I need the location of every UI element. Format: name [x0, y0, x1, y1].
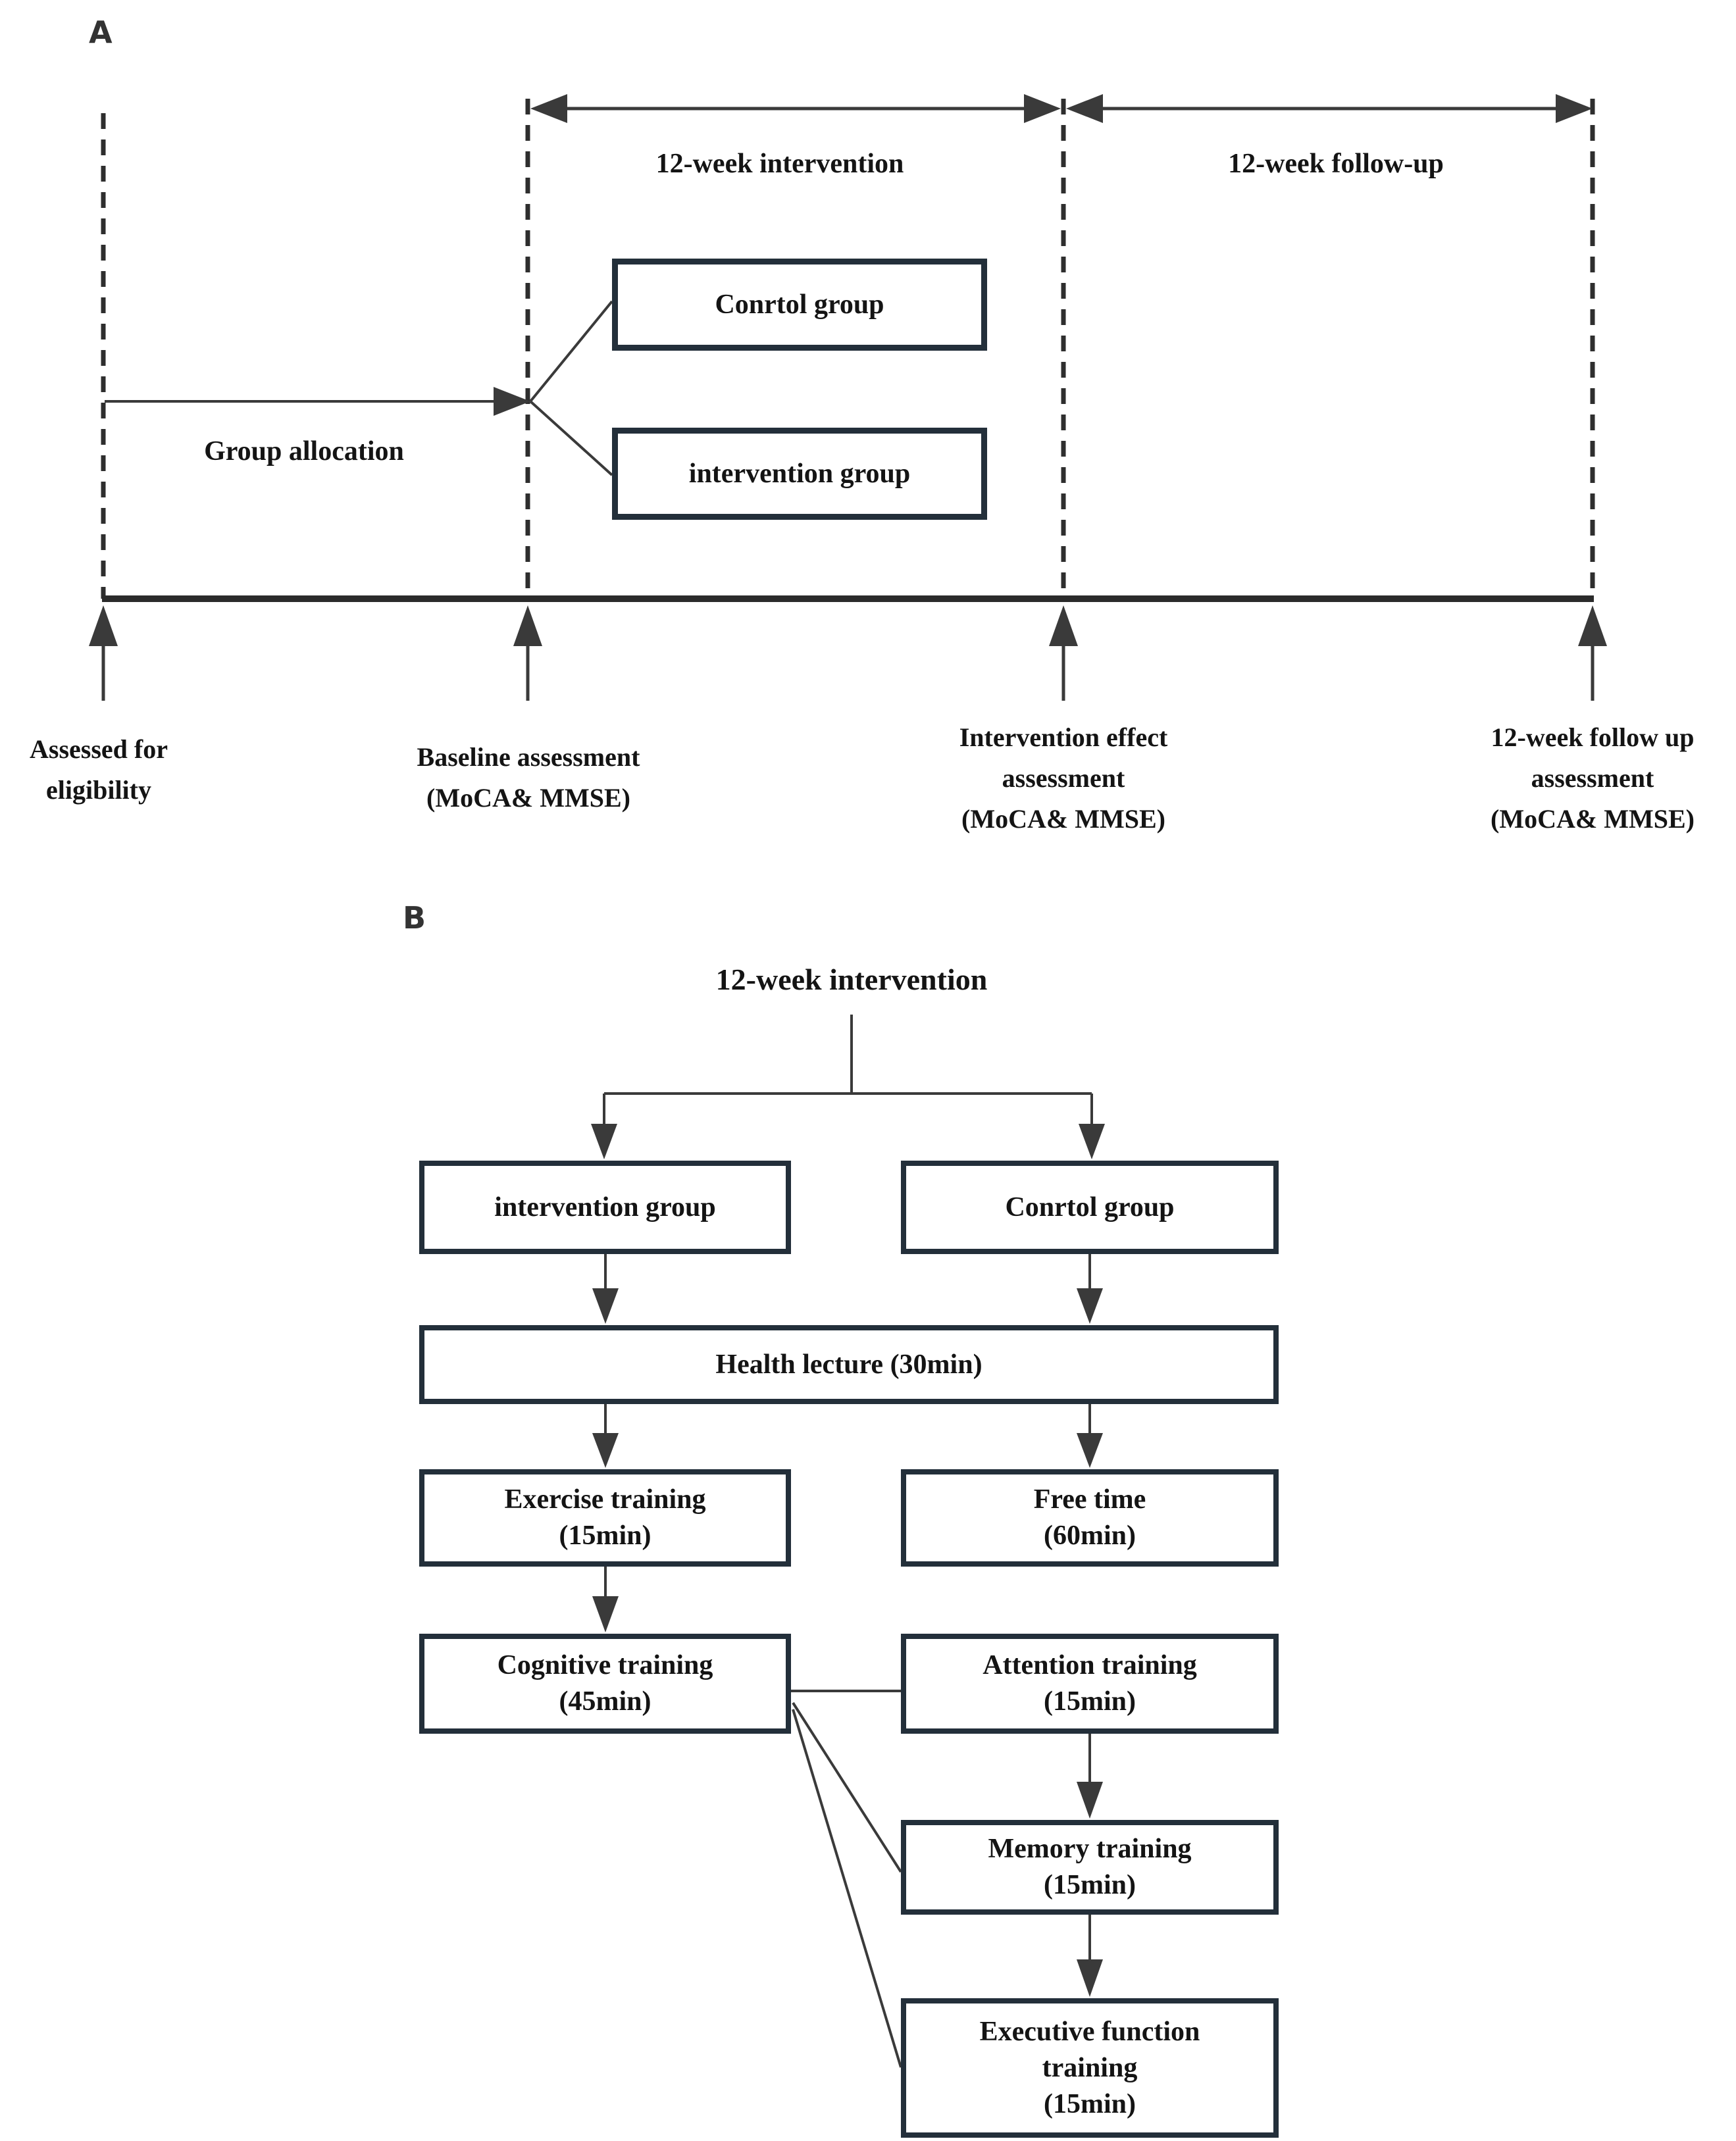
- arrow-attention-to-memory: [1077, 1734, 1103, 1819]
- attention-training-box: Attention training (15min): [901, 1634, 1279, 1734]
- panel-a-label: A: [89, 14, 113, 50]
- branch-to-intervention-line: [529, 400, 613, 476]
- intervention-group-box-b: intervention group: [419, 1161, 791, 1254]
- arrow-memory-to-executive: [1077, 1915, 1103, 1997]
- arrow-exercise-to-cognitive: [592, 1567, 619, 1632]
- control-group-box-a: Conrtol group: [612, 259, 987, 351]
- arrow-intervention-to-health: [592, 1254, 619, 1324]
- arrow-to-intervention-group: [591, 1094, 617, 1159]
- intervention-group-box-a: intervention group: [612, 428, 987, 520]
- group-allocation-label: Group allocation: [204, 436, 404, 466]
- health-lecture-box: Health lecture (30min): [419, 1325, 1279, 1404]
- cognitive-executive-connector: [792, 1709, 902, 2068]
- intervention-interval-arrow: [530, 94, 1061, 123]
- event-label-eligibility: Assessed for eligibility: [30, 734, 168, 805]
- arrow-to-control-group: [1079, 1094, 1105, 1159]
- panel-b-label: B: [403, 900, 426, 936]
- executive-function-box: Executive function training (15min): [901, 1998, 1279, 2138]
- cognitive-training-box: Cognitive training (45min): [419, 1634, 791, 1734]
- intervention-interval-label: 12-week intervention: [655, 149, 904, 179]
- timepoint-up-arrow-2: [513, 605, 542, 701]
- exercise-training-box: Exercise training (15min): [419, 1469, 791, 1567]
- free-time-box: Free time (60min): [901, 1469, 1279, 1567]
- timepoint-up-arrow-4: [1578, 605, 1607, 701]
- branch-to-control-line: [529, 300, 613, 403]
- arrow-control-to-health: [1077, 1254, 1103, 1324]
- arrow-health-to-exercise: [592, 1404, 619, 1468]
- cognitive-memory-connector: [792, 1701, 902, 1873]
- followup-interval-label: 12-week follow-up: [1228, 149, 1444, 179]
- memory-training-box: Memory training (15min): [901, 1820, 1279, 1915]
- event-label-baseline: Baseline assessment (MoCA& MMSE): [417, 742, 640, 813]
- followup-interval-arrow: [1066, 94, 1593, 123]
- group-allocation-arrow: [105, 387, 530, 416]
- timepoint-up-arrow-3: [1049, 605, 1078, 701]
- panel-b-title: 12-week intervention: [715, 963, 988, 996]
- event-label-followup-assessment: 12-week follow up assessment (MoCA& MMSE…: [1491, 722, 1695, 834]
- timepoint-up-arrow-1: [89, 605, 118, 701]
- control-group-box-b: Conrtol group: [901, 1161, 1279, 1254]
- arrow-health-to-freetime: [1077, 1404, 1103, 1468]
- event-label-intervention-effect: Intervention effect assessment (MoCA& MM…: [959, 722, 1168, 834]
